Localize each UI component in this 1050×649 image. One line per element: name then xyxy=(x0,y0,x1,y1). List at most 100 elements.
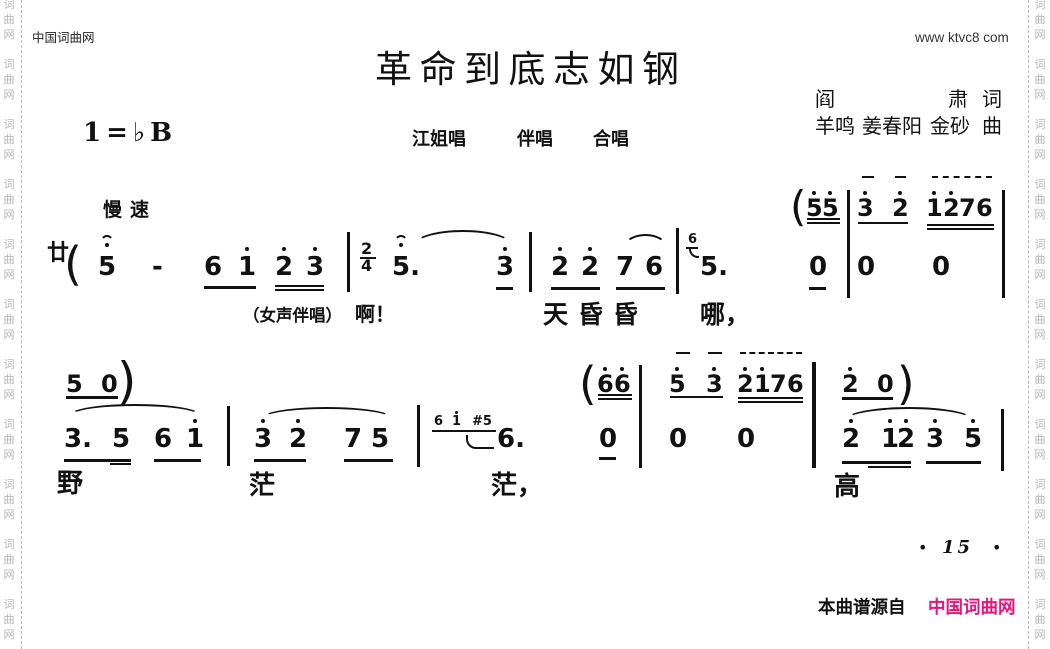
lyric: 啊！ xyxy=(355,302,395,326)
left-margin-dashed-line xyxy=(21,0,22,649)
note: 2 xyxy=(842,419,861,454)
note: 3 xyxy=(306,247,325,282)
time-signature-numerator: 2 xyxy=(361,239,373,258)
beam-underline xyxy=(926,461,981,464)
beam-underline xyxy=(807,218,840,220)
note: 3 xyxy=(857,191,874,222)
margin-watermark-left: 词曲网 xyxy=(3,478,15,521)
barline xyxy=(847,190,850,298)
composer-role: 曲 xyxy=(982,114,1002,138)
note: 7 xyxy=(959,194,976,222)
beam-underline xyxy=(275,289,324,291)
beam-underline xyxy=(154,459,201,462)
lyric: 高 xyxy=(834,472,861,502)
note: 5 xyxy=(806,191,823,222)
note: 2 xyxy=(897,419,916,454)
note: 1 xyxy=(881,419,900,454)
barline xyxy=(1002,190,1005,298)
margin-watermark-right: 词曲网 xyxy=(1034,418,1046,461)
tempo-marking: 慢速 xyxy=(103,199,158,221)
grace-note: 6 xyxy=(688,232,698,247)
source-label: 本曲谱源自 xyxy=(818,598,906,618)
beam-underline xyxy=(66,396,118,399)
margin-watermark-right: 词曲网 xyxy=(1034,118,1046,161)
slur-arc xyxy=(262,407,392,429)
note: 2 xyxy=(289,419,308,454)
beam-underline xyxy=(807,222,840,224)
beam-underline xyxy=(598,394,632,396)
margin-watermark-right: 词曲网 xyxy=(1034,478,1046,521)
melody-open-paren: ( xyxy=(64,237,82,291)
accompaniment-close-paren: ) xyxy=(117,352,137,410)
song-title: 革命到底志如钢 xyxy=(375,48,687,91)
grace-note: 1 xyxy=(452,411,462,429)
beam-underline xyxy=(858,222,908,224)
source-site-name: 中国词曲网 xyxy=(928,598,1016,618)
margin-watermark-right: 词曲网 xyxy=(1034,538,1046,581)
rest: 0 xyxy=(669,424,688,454)
beam-underline xyxy=(670,396,723,398)
note: 6 xyxy=(645,252,664,282)
note: 6 xyxy=(614,367,631,398)
note: 2 xyxy=(943,191,960,222)
margin-watermark-right: 词曲网 xyxy=(1034,358,1046,401)
accompaniment-close-paren: ) xyxy=(897,357,915,410)
rest: 0 xyxy=(932,252,951,282)
note: 6. xyxy=(497,424,525,454)
grace-underline xyxy=(686,247,698,249)
beam-underline xyxy=(64,459,131,462)
lyricist-name: 阎肃 xyxy=(815,87,968,111)
lyricist-role: 词 xyxy=(982,87,1002,111)
beam-underline xyxy=(738,401,803,403)
continuation-dash xyxy=(676,352,690,354)
beam-underline xyxy=(927,228,994,230)
barline xyxy=(676,228,679,294)
performer-label: 合唱 xyxy=(593,129,629,150)
site-name: 中国词曲网 xyxy=(32,30,95,45)
margin-watermark-left: 词曲网 xyxy=(3,178,15,221)
beam-underline xyxy=(868,466,911,468)
note: 6 xyxy=(597,367,614,398)
grace-note: #5 xyxy=(472,414,492,429)
page-number-bullet: • xyxy=(918,538,928,557)
beam-underline xyxy=(344,459,393,462)
margin-watermark-left: 词曲网 xyxy=(3,358,15,401)
note: 2 xyxy=(275,247,294,282)
barline xyxy=(227,406,230,466)
grace-note: 6 xyxy=(434,414,444,429)
note: 3. xyxy=(64,424,92,454)
margin-watermark-left: 词曲网 xyxy=(3,298,15,341)
lyric-annotation: （女声伴唱） xyxy=(243,306,342,325)
beam-underline xyxy=(599,457,616,460)
note: 5 xyxy=(669,367,686,398)
note: 3 xyxy=(706,367,723,398)
note: 2 xyxy=(842,367,859,398)
beam-underline xyxy=(616,287,665,290)
beam-underline xyxy=(738,397,803,399)
margin-watermark-left: 词曲网 xyxy=(3,58,15,101)
right-margin-dashed-line xyxy=(1028,0,1029,649)
continuation-dash xyxy=(708,352,722,354)
rest: 0 xyxy=(877,370,894,398)
rest: 0 xyxy=(737,424,756,454)
beam-underline xyxy=(842,397,893,400)
barline xyxy=(639,365,642,468)
performer-label: 伴唱 xyxy=(517,129,553,150)
barline xyxy=(812,362,816,468)
note: 2 xyxy=(551,247,570,282)
slur-arc xyxy=(68,404,202,428)
composer-name: 羊鸣 xyxy=(815,114,855,138)
note: 2 xyxy=(737,367,754,398)
note-with-fermata: 5. xyxy=(392,235,420,282)
note-with-fermata: 5 xyxy=(98,235,117,282)
rest: 0 xyxy=(599,424,618,454)
barline xyxy=(347,232,350,292)
note: 6 xyxy=(976,194,993,222)
note: 5 xyxy=(112,424,131,454)
note: 6 xyxy=(154,424,173,454)
note: 3 xyxy=(926,419,945,454)
margin-watermark-right: 词曲网 xyxy=(1034,238,1046,281)
margin-watermark-right: 词曲网 xyxy=(1034,598,1046,641)
beam-underline xyxy=(110,463,131,465)
key-signature: 1=♭B xyxy=(83,118,178,148)
